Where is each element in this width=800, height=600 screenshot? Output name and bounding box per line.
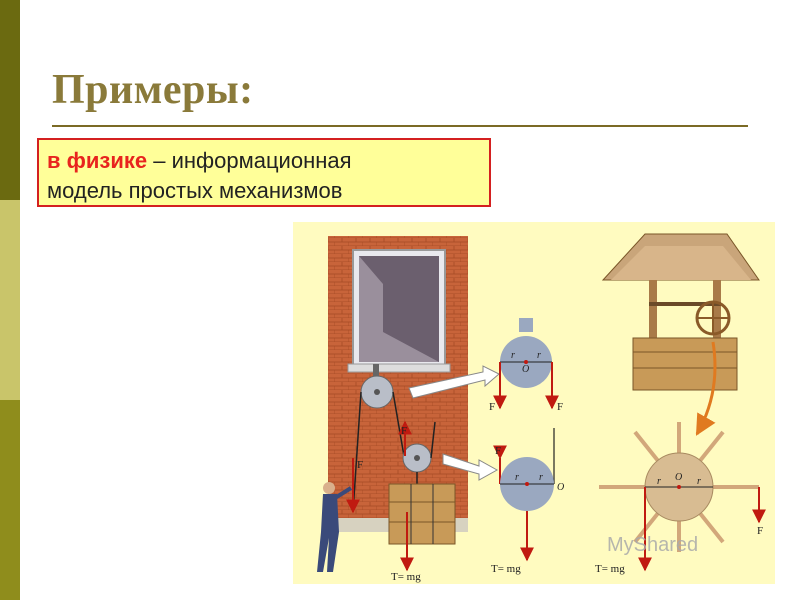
force-label-1b: F [557,401,563,413]
radius-label-1b: r [537,350,541,361]
movable-pulley-schematic [493,428,555,562]
center-label-2: O [557,482,564,493]
fixed-pulley-schematic [493,318,559,410]
radius-label-3a: r [657,476,661,487]
title-underline [52,125,748,127]
simple-mechanisms-illustration: F F T= mg r r O F F F [293,222,775,584]
left-accent-bar-top [0,0,20,200]
force-label-pulley: F [401,425,407,437]
force-label-rope: F [357,459,363,471]
left-accent-bar-bottom [0,400,20,600]
movable-pulley [402,421,436,486]
left-accent-bar-middle [0,200,20,400]
force-label-3: F [757,525,763,537]
windlass-wheel-schematic [599,422,766,572]
tension-label-crate: T= mg [391,571,421,583]
callout-highlight: в физике [47,148,148,173]
center-label-3: O [675,472,682,483]
radius-label-1a: r [511,350,515,361]
callout-arrow-upper [408,365,500,399]
slide-title: Примеры: [52,67,254,113]
tension-label-3: T= mg [595,563,625,575]
watermark-text: MyShared [607,534,699,556]
water-well [601,233,760,436]
tension-label-2: T= mg [491,563,521,575]
force-label-2: F [495,445,501,457]
force-label-1a: F [489,401,495,413]
callout-arrow-lower [442,453,499,481]
fixed-pulley [352,364,406,513]
wooden-crate [388,483,456,545]
center-label-1: O [522,364,529,375]
radius-label-2b: r [539,472,543,483]
worker-figure [317,482,353,572]
callout-text-line2: модель простых механизмов [47,178,343,203]
radius-label-2a: r [515,472,519,483]
mechanisms-diagram: F F T= mg r r O F F F [317,233,766,583]
radius-label-3b: r [697,476,701,487]
callout-text-line1: – информационная [147,148,352,173]
callout-box: в физике – информационная модель простых… [37,138,491,207]
